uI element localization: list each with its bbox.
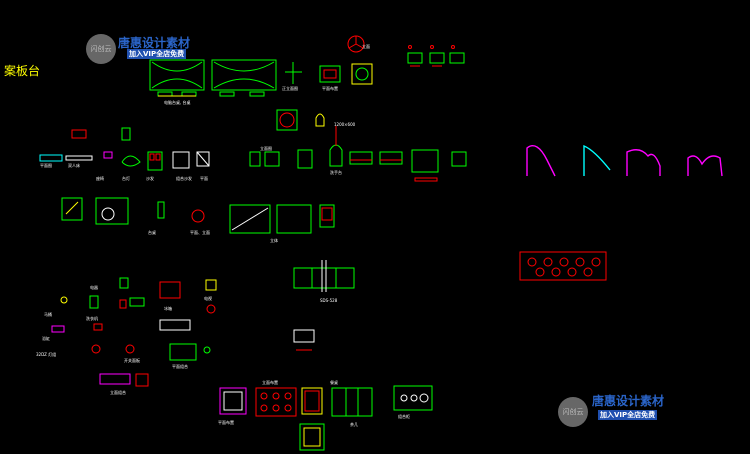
watermark-badge-top: 闪创云 [86,34,116,64]
arch-elevations [526,145,723,177]
desk-plan-right [211,59,277,97]
label: 立面组合 [110,390,126,395]
label: 组合柜 [398,414,410,419]
watermark-line1-bottom: 唐惠设计素材 [592,394,665,408]
label: 洗衣机 [86,316,98,321]
label: 平面布置 [322,86,338,91]
label: 马桶 [44,312,52,317]
label: 32DZ 灯组 [36,352,57,357]
label: 餐桌 [330,380,338,385]
label: 电器 [90,285,98,290]
label: 立面布置 [262,380,278,385]
chair-cluster [121,151,210,171]
watermark-line2-bottom: 加入VIP全店免费 [598,410,658,420]
label: 电视 [204,296,212,301]
label: 立面 [362,44,370,49]
toilet-small [315,113,325,127]
label: 1200×600 [334,122,356,127]
label: 电脑台桌, 台桌 [164,100,191,105]
label: 洗手台 [330,170,342,175]
label: 双人床 [68,163,80,168]
table-elevation [285,62,302,84]
label: 立面图 [260,146,272,151]
round-table-top [351,63,373,85]
chair-top [319,65,341,83]
round-wash [276,109,298,131]
label: 立体 [270,238,278,243]
drawing-title: 案板台 [4,64,41,78]
label: 平面图 [40,163,52,168]
small-tables [407,52,465,67]
label: 平面、立面 [190,230,210,235]
label: 茶几 [350,422,358,427]
label: SDS-528 [320,298,338,303]
label: 冰箱 [164,306,172,311]
label: 台桌 [148,230,156,235]
label: 正立面图 [282,86,298,91]
label: 组合沙发 [176,176,192,181]
monitor [71,127,131,141]
bottom-fixtures [219,385,433,451]
carved-panel [519,251,607,281]
label: 座椅 [96,176,104,181]
sofa-elevation [293,260,355,292]
label: 平面布置 [218,420,234,425]
label: 台灯 [122,176,130,181]
desk-plan-left [149,59,205,97]
label: 沙发 [146,176,154,181]
watermark-line1-top: 唐惠设计素材 [118,36,191,50]
watermark-line2-top: 加入VIP全店免费 [127,49,187,59]
label: 平面 [200,176,208,181]
fan-symbol [347,35,365,53]
keyboard [39,154,63,162]
label: 开关面板 [124,358,140,363]
watermark-badge-bottom: 闪创云 [558,397,588,427]
cabinets [229,204,335,234]
sink-left [61,197,205,225]
label: 浴缸 [42,336,50,341]
label: 平面组合 [172,364,188,369]
